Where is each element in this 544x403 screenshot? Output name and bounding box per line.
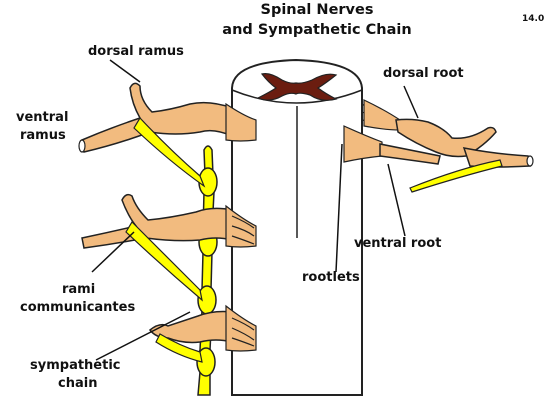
diagram-title-line1: Spinal Nerves bbox=[260, 2, 374, 18]
left-spinal-nerves bbox=[78, 82, 257, 363]
diagram-title-line2: and Sympathetic Chain bbox=[222, 22, 412, 38]
grey-matter bbox=[256, 73, 338, 101]
right-spinal-nerve bbox=[343, 99, 534, 193]
label-sympathetic-chain-line1: sympathetic bbox=[30, 358, 121, 373]
label-rami-communicantes-line2: communicantes bbox=[20, 300, 136, 315]
label-ventral-root: ventral root bbox=[354, 236, 442, 251]
label-dorsal-root: dorsal root bbox=[383, 66, 464, 81]
label-ventral-ramus-line1: ventral bbox=[16, 110, 69, 125]
spinal-cord bbox=[231, 58, 363, 396]
leader-lines bbox=[91, 59, 419, 361]
label-rootlets: rootlets bbox=[302, 270, 360, 285]
label-ventral-ramus-line2: ramus bbox=[20, 128, 66, 143]
label-rami-communicantes-line1: rami bbox=[62, 282, 96, 297]
label-sympathetic-chain-line2: chain bbox=[58, 376, 98, 391]
label-dorsal-ramus: dorsal ramus bbox=[88, 44, 184, 59]
page-number: 14.0 bbox=[522, 14, 544, 24]
